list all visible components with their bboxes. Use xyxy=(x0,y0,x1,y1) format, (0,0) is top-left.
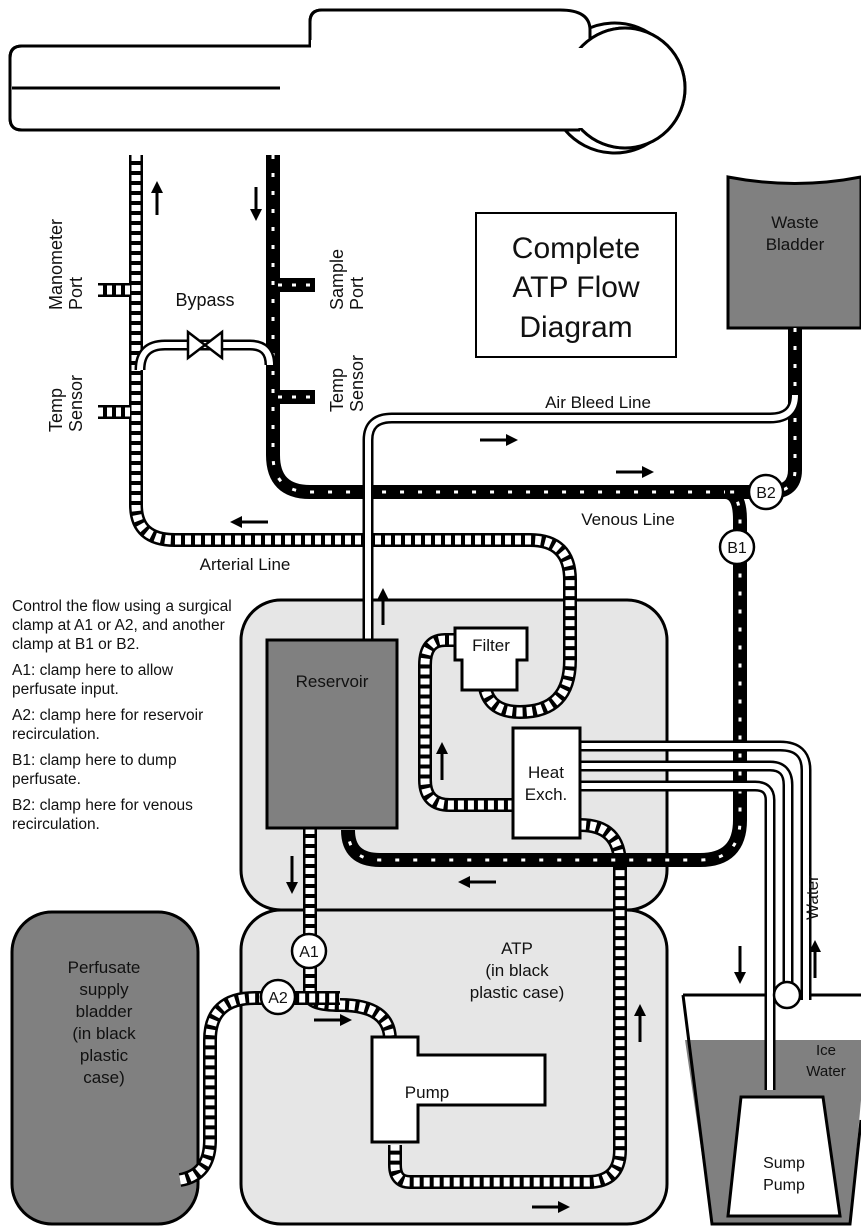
perfusate-label-5: plastic xyxy=(80,1046,129,1065)
sump-pump-label-1: Sump xyxy=(763,1155,805,1172)
waste-bladder-label-1: Waste xyxy=(771,213,819,232)
heat-exch-label-2: Exch. xyxy=(525,785,568,804)
arterial-line-label: Arterial Line xyxy=(200,555,291,574)
clamp-a1-label: A1 xyxy=(299,944,319,961)
sample-port-label-2: Port xyxy=(347,277,367,310)
heat-exchanger xyxy=(511,726,582,840)
venous-line-label: Venous Line xyxy=(581,510,675,529)
waste-bladder xyxy=(726,175,861,330)
plain-tubes xyxy=(134,339,812,1090)
pump-label: Pump xyxy=(405,1083,449,1102)
clamp-b2 xyxy=(747,473,785,511)
perfusate-label-2: supply xyxy=(79,980,129,999)
perfusate-label-4: (in black xyxy=(72,1024,136,1043)
perfusate-label-3: bladder xyxy=(76,1002,133,1021)
air-bleed-line-label: Air Bleed Line xyxy=(545,393,651,412)
heat-exch-label-1: Heat xyxy=(528,763,564,782)
instructions-intro: Control the flow using a surgical clamp … xyxy=(12,598,232,653)
bypass-valve-icon[interactable] xyxy=(186,329,224,361)
pump xyxy=(370,1035,547,1144)
perfusate-label-6: case) xyxy=(83,1068,125,1087)
float-icon xyxy=(772,980,802,1010)
clamp-markers[interactable] xyxy=(259,473,785,1016)
clamp-instructions: Control the flow using a surgical clamp … xyxy=(12,597,232,841)
instructions-b1: B1: clamp here to dump perfusate. xyxy=(12,752,177,788)
reservoir xyxy=(265,638,399,830)
atp-label-1: ATP xyxy=(501,939,533,958)
filter xyxy=(453,626,529,692)
atp-label-2: (in black xyxy=(485,961,549,980)
title-line2: ATP Flow xyxy=(512,271,640,304)
temp-sensor-left-label-2: Sensor xyxy=(66,375,86,432)
perfusate-bladder xyxy=(10,910,200,1226)
clamp-a2-label: A2 xyxy=(268,990,288,1007)
bypass-label: Bypass xyxy=(175,290,234,310)
arterial-tubes xyxy=(98,155,627,1189)
patient-figure xyxy=(8,8,687,155)
atp-label-3: plastic case) xyxy=(470,983,564,1002)
clamp-b1 xyxy=(718,528,756,566)
manometer-port-label-2: Port xyxy=(66,277,86,310)
instructions-b2: B2: clamp here for venous recirculation. xyxy=(12,797,193,833)
filter-label: Filter xyxy=(472,636,510,655)
clamp-a1 xyxy=(290,932,328,970)
title-box xyxy=(475,212,677,358)
instructions-a2: A2: clamp here for reservoir recirculati… xyxy=(12,707,204,743)
clamp-b1-label: B1 xyxy=(727,540,747,557)
clamp-b2-label: B2 xyxy=(756,485,776,502)
title-line3: Diagram xyxy=(519,311,632,344)
temp-sensor-right-label-2: Sensor xyxy=(347,355,367,412)
title-line1: Complete xyxy=(512,232,640,265)
sump-pump xyxy=(726,1095,842,1218)
perfusate-label-1: Perfusate xyxy=(68,958,141,977)
water-label: Water xyxy=(803,875,822,920)
ice-water-label-2: Water xyxy=(806,1063,845,1080)
manometer-port-label-1: Manometer xyxy=(46,219,66,310)
flow-arrows xyxy=(151,181,821,1213)
sump-pump-label-2: Pump xyxy=(763,1177,805,1194)
clamp-a2 xyxy=(259,978,297,1016)
waste-bladder-label-2: Bladder xyxy=(766,235,825,254)
instructions-a1: A1: clamp here to allow perfusate input. xyxy=(12,662,174,698)
temp-sensor-left-label-1: Temp xyxy=(46,388,66,432)
reservoir-label: Reservoir xyxy=(296,672,369,691)
sample-port-label-1: Sample xyxy=(327,249,347,310)
ice-water-label-1: Ice xyxy=(816,1042,836,1059)
temp-sensor-right-label-1: Temp xyxy=(327,368,347,412)
